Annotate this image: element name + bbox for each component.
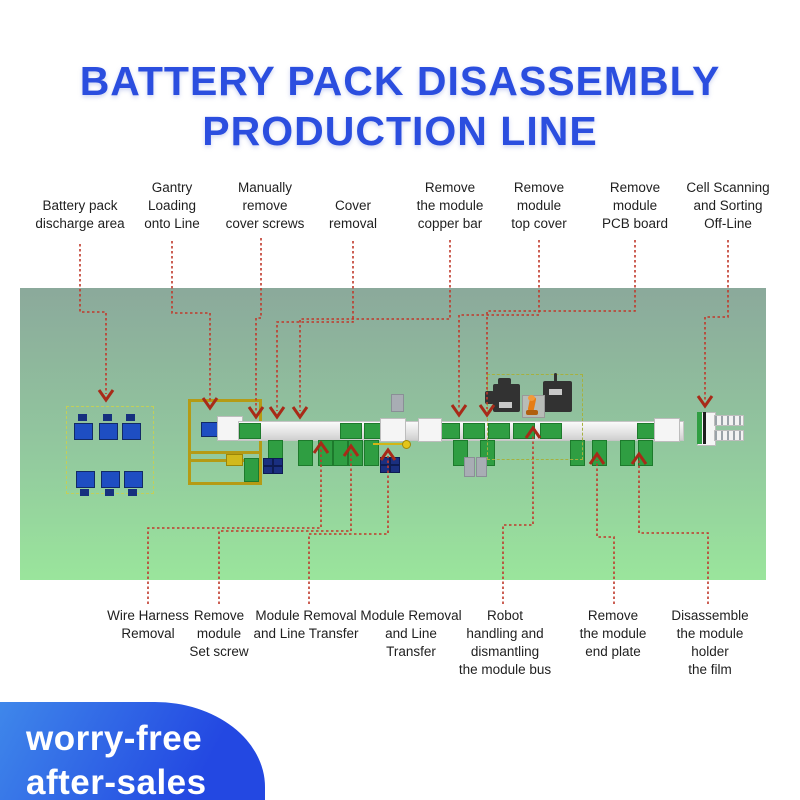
- cover-panel: [391, 394, 404, 412]
- label-cover-removal: Cover removal: [328, 198, 377, 231]
- badge-line-1: worry-free: [26, 719, 203, 758]
- copper-bar-rod: [373, 443, 405, 445]
- battery-pack-icon: [99, 423, 118, 440]
- machine-panel: [549, 389, 562, 395]
- label-remove-cover-screws: Manually remove cover screws: [225, 180, 305, 231]
- label-module-removal-transfer-1: Module Removal and Line Transfer: [253, 608, 359, 641]
- title-line-2: PRODUCTION LINE: [202, 108, 598, 154]
- module-box: [348, 440, 363, 466]
- scanner-green-stripe: [697, 412, 702, 444]
- machine-top: [498, 378, 511, 385]
- battery-pack-icon: [128, 489, 137, 496]
- after-sales-badge: worry-free after-sales: [0, 702, 265, 800]
- robot-base: [526, 410, 538, 415]
- battery-pack-icon: [122, 423, 141, 440]
- module-box: [318, 440, 333, 466]
- label-cell-scanning-offline: Cell Scanning and Sorting Off-Line: [686, 180, 770, 231]
- battery-pack-icon: [124, 471, 143, 488]
- label-module-removal-transfer-2: Module Removal and Line Transfer: [360, 608, 462, 659]
- module-on-belt: [340, 423, 362, 439]
- battery-pack-icon: [76, 471, 95, 488]
- sorting-rail: [714, 430, 744, 441]
- belt-end-station: [654, 418, 680, 442]
- label-disassemble-holder-film: Disassemble the module holder the film: [671, 608, 749, 677]
- rod-ball: [402, 440, 411, 449]
- cell-stack-icon: [380, 465, 390, 473]
- production-line-image: [20, 288, 766, 580]
- label-remove-top-cover: Remove module top cover: [511, 180, 567, 231]
- module-box: [638, 440, 653, 466]
- label-robot-handling-bus: Robot handling and dismantling the modul…: [458, 608, 552, 677]
- battery-pack-icon: [74, 423, 93, 440]
- pack-on-gantry: [201, 422, 218, 437]
- cell-stack-icon: [380, 457, 390, 465]
- module-box: [298, 440, 313, 466]
- main-conveyor-line: [238, 421, 684, 441]
- label-remove-pcb-board: Remove module PCB board: [601, 180, 669, 231]
- cover-panel: [476, 457, 487, 477]
- machine-panel: [499, 402, 512, 408]
- belt-junction-station: [418, 418, 442, 442]
- cell-stack-icon: [273, 466, 283, 474]
- label-remove-copper-bar: Remove the module copper bar: [416, 180, 484, 231]
- cell-stack-icon: [273, 458, 283, 466]
- cell-stack-icon: [390, 457, 400, 465]
- cell-stack-icon: [390, 465, 400, 473]
- module-box: [592, 440, 607, 466]
- title-line-1: BATTERY PACK DISASSEMBLY: [79, 58, 721, 104]
- battery-pack-icon: [78, 414, 87, 421]
- module-box: [620, 440, 635, 466]
- gantry-rail: [188, 451, 262, 454]
- battery-pack-icon: [103, 414, 112, 421]
- sorting-rail: [714, 415, 744, 426]
- robot-head: [528, 395, 535, 401]
- label-remove-end-plate: Remove the module end plate: [579, 608, 647, 659]
- belt-junction-station: [380, 418, 406, 442]
- label-battery-pack-discharge-area: Battery pack discharge area: [35, 198, 125, 231]
- cover-panel: [464, 457, 475, 477]
- cell-stack-icon: [263, 458, 273, 466]
- module-on-belt: [463, 423, 485, 439]
- cell-stack-icon: [263, 466, 273, 474]
- label-gantry-loading: Gantry Loading onto Line: [144, 180, 200, 231]
- battery-pack-icon: [80, 489, 89, 496]
- page-title: BATTERY PACK DISASSEMBLY PRODUCTION LINE: [0, 56, 800, 156]
- label-wire-harness-removal: Wire Harness Removal: [107, 608, 189, 641]
- battery-pack-icon: [105, 489, 114, 496]
- badge-line-2: after-sales: [26, 763, 207, 800]
- dismantling-machine: [543, 381, 572, 412]
- scanner-dark-stripe: [703, 412, 706, 444]
- module-on-belt: [239, 423, 261, 439]
- module-box: [244, 458, 259, 482]
- module-box: [333, 440, 348, 466]
- battery-pack-icon: [126, 414, 135, 421]
- gantry-control-box: [226, 454, 243, 466]
- battery-pack-icon: [101, 471, 120, 488]
- label-remove-set-screw: Remove module Set screw: [189, 608, 249, 659]
- machine-arm: [485, 391, 494, 404]
- machine-antenna: [554, 373, 557, 382]
